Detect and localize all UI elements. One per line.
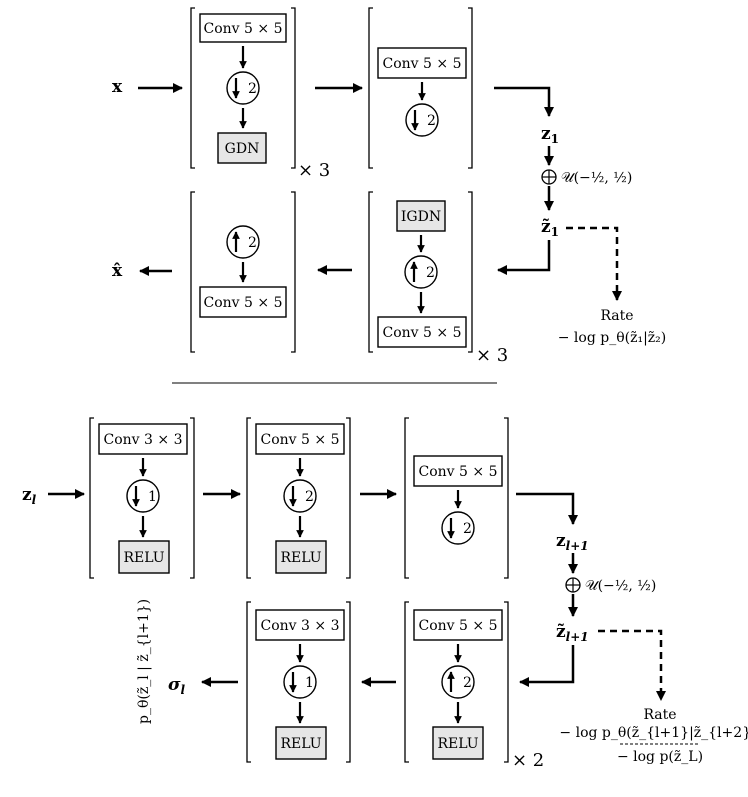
conv5-box bbox=[199, 286, 287, 318]
conv5-label: Conv 5 × 5 bbox=[204, 295, 283, 311]
rate-title-bottom: Rate bbox=[643, 707, 676, 723]
decoder-block-repeated: IGDN 2 Conv 5 × 5 × 3 bbox=[368, 191, 508, 366]
downsample-factor: 1 bbox=[305, 675, 314, 691]
conv5-label: Conv 5 × 5 bbox=[261, 432, 340, 448]
rate-formula-top: − log p_θ(z̃₁|z̃₂) bbox=[558, 330, 667, 346]
conv5-label: Conv 5 × 5 bbox=[419, 618, 498, 634]
downsample-factor: 2 bbox=[305, 489, 314, 505]
zl1-label: zl+1 bbox=[556, 531, 589, 553]
arrow-to-z1 bbox=[494, 86, 554, 117]
arrow-zl1tilde-to-decoder bbox=[519, 645, 575, 687]
relu-label: RELU bbox=[437, 736, 478, 752]
conv3-label: Conv 3 × 3 bbox=[104, 432, 183, 448]
rate-dashed-arrow-top bbox=[566, 226, 622, 301]
downsample-factor: 2 bbox=[248, 81, 257, 97]
relu-box bbox=[432, 726, 484, 760]
relu-label: RELU bbox=[280, 550, 321, 566]
downsample-factor: 2 bbox=[463, 521, 472, 537]
relu-box bbox=[275, 726, 327, 760]
encoder-block-repeated: Conv 5 × 5 2 GDN × 3 bbox=[190, 7, 330, 181]
conv5-box bbox=[413, 609, 503, 641]
relu-label: RELU bbox=[280, 736, 321, 752]
conv5-box bbox=[377, 316, 467, 348]
gdn-label: GDN bbox=[225, 141, 260, 157]
hyper-encoder-block-3: Conv 5 × 5 2 bbox=[404, 417, 509, 579]
hyper-decoder-block-final: Conv 3 × 3 1 RELU bbox=[246, 601, 351, 763]
uniform-noise-label: 𝒰(−½, ½) bbox=[561, 170, 632, 186]
uniform-noise-label: 𝒰(−½, ½) bbox=[585, 578, 656, 594]
decoder-block-final: 2 Conv 5 × 5 bbox=[190, 191, 296, 353]
posterior-label: p_θ(z̃_l | z̃_{l+1}) bbox=[136, 599, 152, 724]
zl1-tilde-label: z̃l+1 bbox=[556, 622, 589, 644]
sigma-label: σl bbox=[168, 675, 186, 697]
zl-input-label: zl bbox=[22, 485, 37, 507]
encoder-block-final: Conv 5 × 5 2 bbox=[368, 7, 473, 169]
upsample-factor: 2 bbox=[463, 675, 472, 691]
conv3-box bbox=[98, 423, 188, 455]
igdn-box bbox=[396, 200, 446, 232]
hyper-encoder-block-2: Conv 5 × 5 2 RELU bbox=[246, 417, 351, 579]
upsample-factor: 2 bbox=[248, 235, 257, 251]
repeat-times2: × 2 bbox=[512, 750, 544, 771]
upsample-factor: 2 bbox=[426, 265, 435, 281]
rate-formula-numerator: − log p_θ(z̃_{l+1}|z̃_{l+2}) bbox=[559, 725, 748, 741]
relu-box bbox=[118, 540, 170, 574]
hyper-decoder-block-repeated: Conv 5 × 5 2 RELU × 2 bbox=[404, 601, 544, 771]
conv5-box bbox=[377, 47, 467, 79]
hyper-encoder-block-1: Conv 3 × 3 1 RELU bbox=[89, 417, 195, 579]
arrow-z1tilde-to-decoder bbox=[497, 240, 551, 275]
gdn-box bbox=[217, 132, 267, 164]
downsample-factor: 2 bbox=[427, 113, 436, 129]
conv5-box bbox=[199, 13, 287, 43]
conv5-label: Conv 5 × 5 bbox=[419, 464, 498, 480]
conv5-label: Conv 5 × 5 bbox=[383, 325, 462, 341]
conv5-label: Conv 5 × 5 bbox=[383, 56, 462, 72]
repeat-times3-bottom: × 3 bbox=[476, 345, 508, 366]
conv3-label: Conv 3 × 3 bbox=[261, 618, 340, 634]
arrow-to-zl1 bbox=[516, 492, 578, 525]
rate-formula-denominator: − log p(z̃_L) bbox=[617, 749, 703, 765]
z1-label: z1 bbox=[541, 124, 559, 146]
conv5-label: Conv 5 × 5 bbox=[204, 21, 283, 37]
rate-dashed-arrow-bottom bbox=[598, 629, 666, 701]
downsample-factor: 1 bbox=[148, 489, 157, 505]
relu-label: RELU bbox=[123, 550, 164, 566]
rate-title-top: Rate bbox=[600, 308, 633, 324]
conv5-box bbox=[413, 455, 503, 487]
output-xhat-label: x̂ bbox=[112, 261, 123, 281]
relu-box bbox=[275, 540, 327, 574]
z1-tilde-label: z̃1 bbox=[541, 217, 559, 239]
conv5-box bbox=[255, 423, 345, 455]
input-x-label: x bbox=[112, 77, 123, 97]
repeat-times3-top: × 3 bbox=[298, 160, 330, 181]
igdn-label: IGDN bbox=[401, 209, 441, 225]
conv3-box bbox=[255, 609, 345, 641]
